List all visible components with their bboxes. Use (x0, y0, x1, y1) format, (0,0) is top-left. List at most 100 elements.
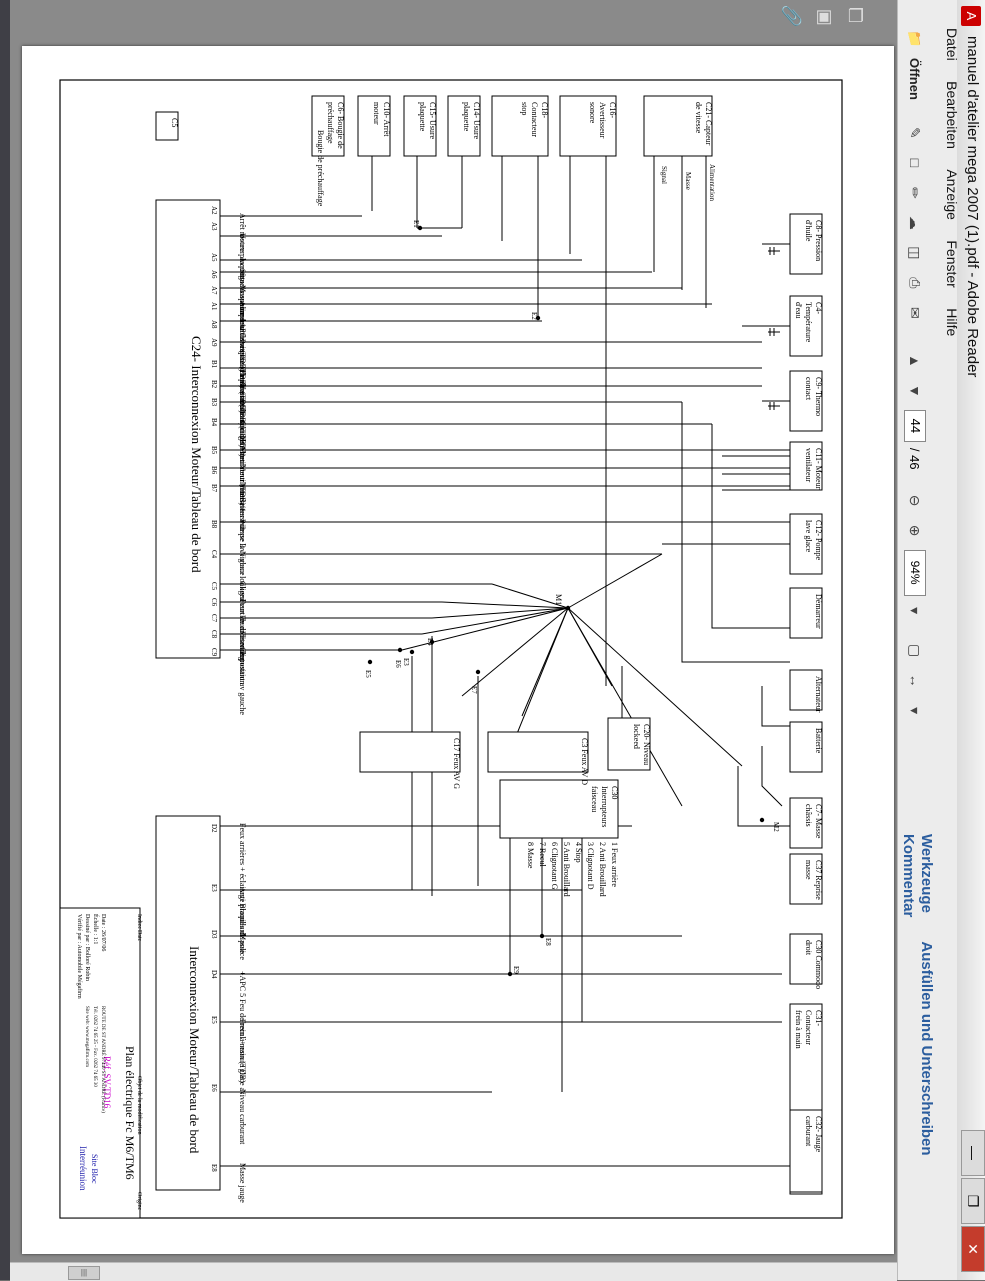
box-c16 (559, 95, 617, 157)
tab-werkzeuge[interactable]: Werkzeuge (918, 834, 935, 913)
create-icon[interactable]: ✎ (907, 127, 923, 139)
close-button[interactable]: ✕ (961, 1226, 985, 1272)
node-e5: E5 (364, 670, 372, 678)
attachment-icon[interactable]: 📎 (780, 6, 804, 26)
restore-button[interactable]: ❐ (961, 1178, 985, 1224)
box-c7-label: châssis (804, 804, 813, 827)
box-c4-label: Température (804, 302, 813, 343)
box-c21 (643, 95, 713, 157)
wire-label-0: Arrêt moteur (238, 213, 247, 255)
box-interconnexion-2 (155, 815, 221, 1191)
open-button[interactable]: Öffnen (907, 58, 923, 100)
page-number-input[interactable]: 44 (904, 409, 926, 442)
box-batterie (789, 721, 823, 773)
component-group (59, 95, 823, 1219)
junction-e9 (507, 971, 513, 977)
wire-label2-5: Niveau carburant (238, 1089, 247, 1145)
menu-fenster[interactable]: Fenster (944, 240, 960, 288)
wire-fan-3 (431, 607, 569, 619)
zoom-out-icon[interactable]: ⊖ (907, 494, 923, 507)
box-c18-label: Contacteur (530, 102, 539, 137)
viewer-top-icons: 📎 ▣ ❐ (780, 4, 868, 34)
wire-fan-6 (461, 607, 569, 697)
menu-bearbeiten[interactable]: Bearbeiten (944, 81, 960, 149)
box-c8-label: C8- Pression (814, 220, 823, 261)
box-c12-label: lave glace (804, 520, 813, 553)
wire-label-12: Ventilateur vitesse 1 (238, 447, 247, 512)
pdf-icon[interactable]: □ (907, 158, 923, 168)
next-page-icon[interactable]: ▼ (907, 383, 923, 398)
box-c16-label: C16- (608, 102, 617, 118)
pin-A3: A3 (210, 222, 218, 231)
print-icon[interactable]: ⎙ (907, 277, 923, 289)
box-c11-label: C11- Moteur (814, 448, 823, 490)
minimize-button[interactable]: — (961, 1130, 985, 1176)
tb-nom: Objet de la modification (136, 1076, 143, 1134)
save-icon[interactable]: ◫ (907, 246, 923, 260)
box-c30-label: Interrupteurs (600, 786, 609, 827)
cloud-icon[interactable]: ☁ (907, 215, 923, 230)
box-c15-label: plaquette (418, 102, 427, 132)
box-c31-label: C31- (814, 1010, 823, 1026)
zoom-select[interactable]: 94% (904, 549, 926, 596)
window-icon[interactable]: ▣ (815, 6, 833, 26)
fit-width-icon[interactable]: ↔ (907, 673, 923, 688)
box-c10 (357, 95, 391, 157)
node-e9: E9 (512, 966, 520, 974)
pin-D3: D3 (210, 930, 218, 939)
menu-datei[interactable]: Datei (944, 28, 960, 61)
pin-A5: A5 (210, 253, 218, 262)
node-e6: E6 (394, 660, 402, 668)
tab-kommentar[interactable]: Kommentar (900, 834, 917, 918)
box-demarreur-label: Démarreur (814, 594, 823, 629)
box-c14 (447, 95, 481, 157)
tb-sitetext: Site Bloc (90, 1154, 99, 1184)
folder-icon[interactable]: 📁 (907, 30, 923, 48)
horizontal-scrollbar[interactable]: ||| (10, 1262, 897, 1281)
pin-E8: E8 (210, 1164, 218, 1172)
tb-drawn: Dessiné par : Bolloré Robin (84, 914, 90, 981)
tb-title: Plan électrique Fc M6/TM6 (123, 1046, 137, 1180)
box-c17 (359, 731, 461, 773)
pin-A9: A9 (210, 338, 218, 347)
zoom-in-icon[interactable]: ⊕ (907, 524, 923, 537)
wire-label2-2: Masse (238, 933, 247, 954)
mail-icon[interactable]: ✉ (907, 307, 923, 319)
pin-C9: C9 (210, 648, 218, 657)
box-c20-label: C20- Niveau (642, 724, 651, 765)
node-e2: E2 (530, 312, 538, 320)
box-c15 (403, 95, 437, 157)
box-c8-label: d'huile (804, 220, 813, 242)
c24-title: C24- Interconnexion Moteur/Tableau de bo… (189, 336, 204, 573)
box-c30a-label: C30 Commodo (814, 940, 823, 989)
box-c18 (491, 95, 549, 157)
wire-label-17: Clignotant av droit (238, 581, 247, 642)
pin-A7: A7 (210, 286, 218, 295)
node-e8: E8 (544, 938, 552, 946)
wire-fan-4 (421, 607, 569, 635)
box-c9-label: C9- Thermo (814, 377, 823, 416)
edit-icon[interactable]: ✏ (907, 187, 923, 199)
junction-e4 (429, 639, 435, 645)
window-stack-icon[interactable]: ❐ (847, 6, 865, 26)
box-c12-label: C12- Pompe (814, 520, 823, 561)
wire-label-20: Feux de position (238, 631, 247, 684)
menu-hilfe[interactable]: Hilfe (944, 308, 960, 337)
scroll-thumb[interactable]: ||| (68, 1266, 100, 1280)
prev-page-icon[interactable]: ▲ (907, 353, 923, 368)
wire-label-2: Avertisseur sonore (238, 257, 247, 317)
tab-ausfuellen[interactable]: Ausfüllen und Unterschreiben (918, 941, 935, 1156)
wire-label-7: Pression d'huile (TDB) (238, 339, 247, 413)
wire-label-13: Ventilateur vitesse 2 (238, 465, 247, 530)
box-c9 (789, 370, 823, 432)
c30-item-1: 2 Anti Brouillard (598, 842, 607, 897)
pin-C4: C4 (210, 550, 218, 559)
c30-item-6: 7 Recul (538, 842, 547, 867)
wire-label-15: Pompe lave glace (238, 519, 247, 576)
chevron-down-icon[interactable]: ▾ (907, 607, 923, 615)
wire-label-6: +APC (238, 318, 247, 338)
fit-page-icon[interactable]: ▢ (907, 643, 923, 658)
menu-anzeige[interactable]: Anzeige (944, 169, 960, 220)
more-tools-icon[interactable]: ▾ (907, 707, 923, 715)
